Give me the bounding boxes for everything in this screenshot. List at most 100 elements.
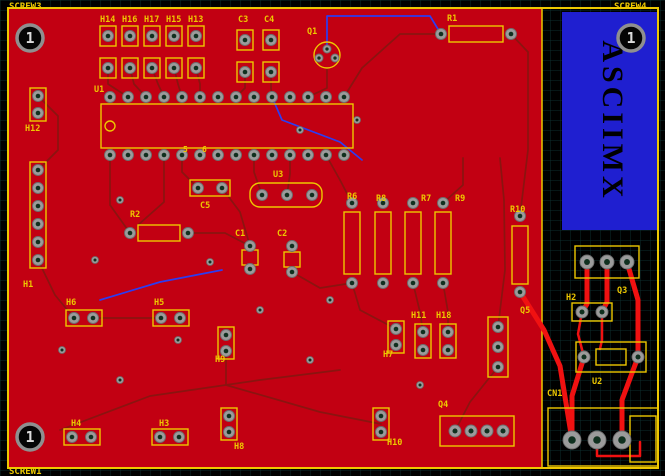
ref-label-H11[interactable]: H11 — [411, 311, 426, 321]
component-C4[interactable]: C4 — [262, 15, 280, 83]
ref-label-Q3[interactable]: Q3 — [617, 286, 627, 296]
component-H14[interactable]: H14 — [99, 15, 117, 79]
ref-label-H5[interactable]: H5 — [154, 298, 164, 308]
trace-top[interactable] — [497, 157, 506, 328]
component-C2[interactable]: C2 — [277, 229, 301, 278]
via[interactable] — [91, 256, 99, 264]
pin-number[interactable]: 5 — [183, 145, 188, 154]
trace-bottom[interactable] — [326, 15, 442, 50]
trace-top[interactable] — [510, 33, 529, 217]
trace-bottom[interactable] — [271, 96, 363, 161]
component-R8[interactable]: R8 — [374, 194, 392, 289]
mounting-hole-1[interactable]: 1 — [15, 23, 45, 53]
ref-label-H14[interactable]: H14 — [100, 15, 115, 25]
ref-label-Q4[interactable]: Q4 — [438, 400, 448, 410]
component-H9[interactable]: H9 — [215, 326, 235, 365]
trace-top[interactable] — [442, 282, 449, 333]
ref-label-R9[interactable]: R9 — [455, 194, 465, 204]
component-H7[interactable]: H7 — [383, 320, 405, 360]
ref-label-H1[interactable]: H1 — [23, 280, 33, 290]
ref-label-H2[interactable]: H2 — [566, 293, 576, 303]
trace-top[interactable] — [291, 271, 353, 289]
component-Q5[interactable]: Q5 — [487, 306, 530, 378]
component-H3[interactable]: H3 — [151, 419, 189, 446]
component-H11[interactable]: H11 — [411, 311, 432, 359]
mounting-hole-3[interactable]: 1 — [15, 422, 45, 452]
ref-label-R8[interactable]: R8 — [376, 194, 386, 204]
component-CN1[interactable]: CN1 — [547, 389, 659, 467]
ref-label-H10[interactable]: H10 — [387, 438, 402, 448]
ref-label-U3[interactable]: U3 — [273, 170, 283, 180]
ref-label-R1[interactable]: R1 — [447, 14, 457, 24]
bottom-plane[interactable]: ASCIIMX — [562, 12, 658, 230]
via[interactable] — [58, 346, 66, 354]
via[interactable] — [206, 258, 214, 266]
via[interactable] — [116, 196, 124, 204]
component-Q4[interactable]: Q4 — [438, 400, 515, 447]
component-H2[interactable]: H2 — [566, 293, 613, 322]
ref-label-R6[interactable]: R6 — [347, 192, 357, 202]
component-H1[interactable]: H1 — [23, 161, 47, 290]
ref-label-CN1[interactable]: CN1 — [547, 389, 562, 399]
component-C3[interactable]: C3 — [236, 15, 254, 83]
component-H5[interactable]: H5 — [152, 298, 190, 327]
ref-label-H13[interactable]: H13 — [188, 15, 203, 25]
component-Q1[interactable]: Q1 — [307, 27, 341, 69]
trace-top[interactable] — [412, 282, 424, 333]
pin-number[interactable]: 6 — [202, 145, 207, 154]
component-H10[interactable]: H10 — [372, 407, 402, 448]
ref-label-Q5[interactable]: Q5 — [520, 306, 530, 316]
via[interactable] — [416, 381, 424, 389]
ref-label-H16[interactable]: H16 — [122, 15, 137, 25]
ref-label-U1[interactable]: U1 — [94, 85, 104, 95]
ref-label-H6[interactable]: H6 — [66, 298, 76, 308]
ref-label-R10[interactable]: R10 — [510, 205, 525, 215]
ref-label-Q1[interactable]: Q1 — [307, 27, 317, 37]
via[interactable] — [326, 296, 334, 304]
screw3-label[interactable]: SCREW3 — [9, 2, 42, 12]
component-H16[interactable]: H16 — [121, 15, 139, 79]
screw1-label[interactable]: SCREW1 — [9, 467, 42, 476]
trace-thick[interactable] — [517, 289, 575, 443]
trace-thick[interactable] — [576, 310, 586, 359]
component-R2[interactable]: R2 — [124, 210, 194, 242]
trace-top[interactable] — [325, 154, 353, 204]
ref-label-R7[interactable]: R7 — [421, 194, 431, 204]
trace-top[interactable] — [187, 232, 251, 247]
trace-top[interactable] — [59, 369, 341, 431]
ref-label-H8[interactable]: H8 — [234, 442, 244, 452]
component-R1[interactable]: R1 — [435, 14, 517, 43]
trace-top[interactable] — [442, 157, 464, 204]
ref-label-H4[interactable]: H4 — [71, 419, 81, 429]
component-H6[interactable]: H6 — [65, 298, 103, 327]
component-H17[interactable]: H17 — [143, 15, 161, 79]
ref-label-H3[interactable]: H3 — [159, 419, 169, 429]
ref-label-H15[interactable]: H15 — [166, 15, 181, 25]
component-H4[interactable]: H4 — [63, 419, 101, 446]
ref-label-H12[interactable]: H12 — [25, 124, 40, 134]
component-R10[interactable]: R10 — [510, 205, 529, 298]
ref-label-H9[interactable]: H9 — [215, 355, 225, 365]
trace-top[interactable] — [225, 350, 382, 425]
screw4-label[interactable]: SCREW4 — [614, 2, 647, 12]
trace-top[interactable] — [454, 366, 499, 432]
component-R7[interactable]: R7 — [404, 194, 431, 289]
trace-thick[interactable] — [624, 259, 641, 360]
component-U1[interactable]: U1 — [94, 85, 354, 161]
trace-top[interactable] — [343, 33, 442, 98]
trace-top[interactable] — [307, 67, 328, 98]
ref-label-C4[interactable]: C4 — [264, 15, 274, 25]
component-H12[interactable]: H12 — [25, 87, 47, 134]
ref-label-H7[interactable]: H7 — [383, 350, 393, 360]
component-H15[interactable]: H15 — [165, 15, 183, 79]
component-C1[interactable]: C1 — [235, 229, 259, 275]
component-H18[interactable]: H18 — [436, 311, 457, 359]
component-R9[interactable]: R9 — [434, 194, 465, 289]
mounting-hole-2[interactable]: 1 — [616, 23, 646, 53]
via[interactable] — [116, 376, 124, 384]
via[interactable] — [353, 116, 361, 124]
ref-label-U2[interactable]: U2 — [592, 377, 602, 387]
ref-label-C1[interactable]: C1 — [235, 229, 245, 239]
ref-label-H17[interactable]: H17 — [144, 15, 159, 25]
